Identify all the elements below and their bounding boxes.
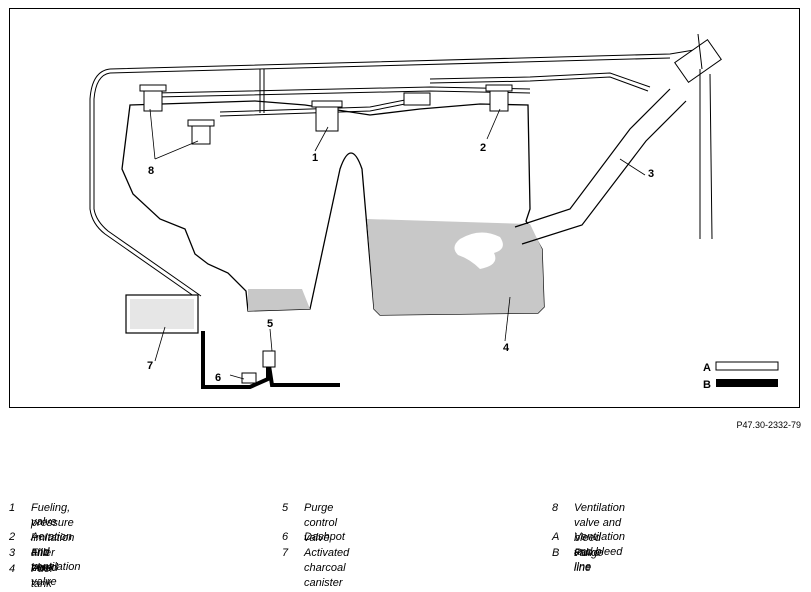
leader-lines <box>149 108 646 380</box>
valve-8-a <box>139 84 167 112</box>
legend-line-A <box>715 361 779 371</box>
filler-neck <box>514 88 687 245</box>
callout-1: 1 <box>312 152 318 164</box>
purge-line-B <box>201 331 340 389</box>
callout-4: 4 <box>503 342 510 354</box>
connector-junction <box>403 92 431 106</box>
valve-2 <box>485 84 513 112</box>
callout-B: B <box>703 379 711 391</box>
valve-8-b <box>187 119 215 145</box>
fuel-level-right <box>367 219 544 315</box>
diagram-frame: 1 2 3 4 5 6 7 8 A B <box>9 8 800 408</box>
fuel-splash <box>454 232 503 269</box>
callout-2: 2 <box>480 142 486 154</box>
figure-reference: P47.30-2332-79 <box>736 420 801 430</box>
callout-8: 8 <box>148 165 154 177</box>
fuel-system-diagram: 1 2 3 4 5 6 7 8 A B <box>89 33 779 391</box>
legend-line-B <box>716 379 778 387</box>
callout-5: 5 <box>267 318 273 330</box>
valve-1 <box>311 100 343 132</box>
callout-6: 6 <box>215 372 221 384</box>
callout-7: 7 <box>147 360 153 372</box>
charcoal-canister-fill <box>130 299 194 329</box>
purge-control-valve <box>262 350 276 368</box>
callout-A: A <box>703 362 711 374</box>
callout-3: 3 <box>648 168 654 180</box>
ventilation-line-A <box>89 48 701 300</box>
filler-cap-lines <box>697 33 713 240</box>
fuel-level-left <box>248 289 310 311</box>
dashpot <box>241 372 257 384</box>
filler-cap <box>674 39 722 83</box>
